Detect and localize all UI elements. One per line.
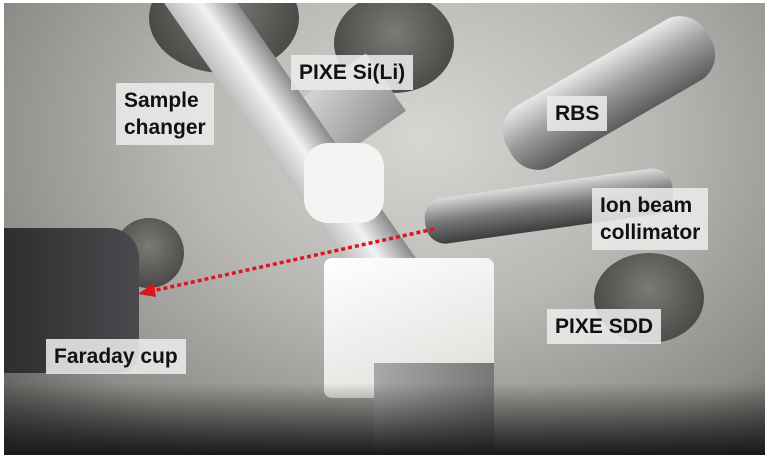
label-text: Faraday cup	[54, 345, 178, 368]
arrow-head-icon	[138, 283, 156, 297]
label-text: collimator	[600, 221, 701, 244]
chamber-rim	[4, 383, 765, 455]
teflon-part	[304, 143, 384, 223]
label-text: Ion beam	[600, 194, 693, 217]
label-sample-changer: Sample changer	[116, 83, 214, 145]
beam-path	[151, 227, 435, 293]
label-faraday-cup: Faraday cup	[46, 339, 186, 374]
label-text: PIXE Si(Li)	[299, 61, 406, 84]
label-pixe-sdd: PIXE SDD	[547, 309, 662, 344]
chamber-photo: PIXE Si(Li) Sample changer RBS Ion beam co…	[4, 3, 765, 455]
label-pixe-sili: PIXE Si(Li)	[291, 55, 414, 90]
label-rbs: RBS	[547, 96, 608, 131]
label-text: PIXE SDD	[555, 315, 654, 338]
beam-arrow	[138, 227, 435, 297]
label-text: changer	[124, 116, 206, 139]
label-ion-beam-collimator: Ion beam collimator	[592, 188, 709, 250]
label-text: Sample	[124, 89, 199, 112]
label-text: RBS	[555, 102, 600, 125]
